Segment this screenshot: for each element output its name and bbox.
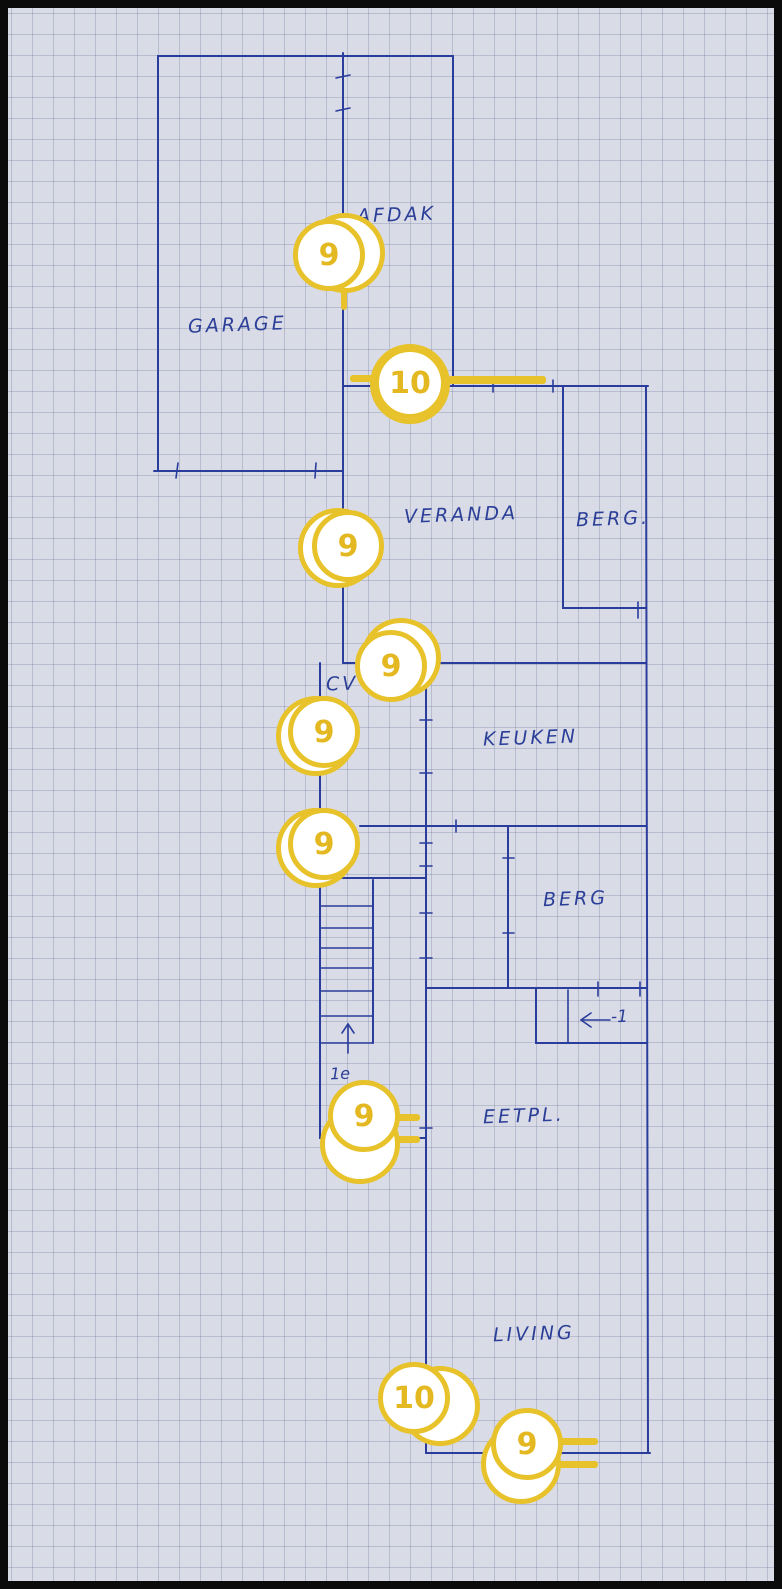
- room-label-berg-top: BERG.: [575, 506, 651, 532]
- stair-steps: [320, 905, 374, 1044]
- marker-number: 9: [288, 808, 360, 880]
- room-label-keuken: KEUKEN: [482, 725, 579, 751]
- cellar-arrowhead-icon: [579, 1012, 592, 1028]
- wall-ticks: [175, 74, 641, 1129]
- marker-number: 10: [374, 347, 446, 419]
- marker-bar: [558, 1438, 598, 1445]
- marker-number: 9: [355, 630, 427, 702]
- room-label-garage: GARAGE: [187, 312, 288, 338]
- east-outer-wall: [645, 385, 649, 1454]
- garage-walls: [157, 55, 454, 472]
- room-label-veranda: VERANDA: [403, 502, 519, 528]
- marker-badge[interactable]: 9: [481, 1408, 563, 1504]
- room-label-berg-mid: BERG: [542, 886, 609, 912]
- marker-badge[interactable]: 9: [298, 504, 384, 588]
- cellar-stair-walls: [535, 987, 647, 1044]
- marker-badge[interactable]: 9: [293, 213, 385, 293]
- marker-bar: [448, 376, 546, 384]
- room-label-living: LIVING: [492, 1321, 576, 1347]
- marker-number: 9: [312, 510, 384, 582]
- marker-number: 9: [491, 1408, 563, 1480]
- floor-plan-drawing: [153, 52, 651, 1454]
- marker-badge[interactable]: 9: [276, 694, 360, 776]
- marker-bar: [341, 286, 347, 310]
- marker-bar: [396, 1136, 420, 1143]
- marker-number: 9: [328, 1080, 400, 1152]
- marker-number: 9: [293, 219, 365, 291]
- marker-badge[interactable]: 10: [370, 344, 450, 424]
- room-label-eetpl: EETPL.: [482, 1103, 566, 1129]
- marker-number: 10: [378, 1362, 450, 1434]
- marker-badge[interactable]: 10: [378, 1362, 480, 1446]
- marker-badge[interactable]: 9: [276, 806, 360, 888]
- marker-bar: [558, 1461, 598, 1468]
- marker-badge[interactable]: 9: [320, 1080, 400, 1184]
- marker-bar: [396, 1114, 420, 1121]
- stairs-up-arrowhead-icon: [341, 1022, 355, 1034]
- berg-walls: [562, 385, 647, 609]
- cellar-label: -1: [610, 1006, 629, 1028]
- marker-badge[interactable]: 9: [353, 618, 441, 702]
- marker-number: 9: [288, 696, 360, 768]
